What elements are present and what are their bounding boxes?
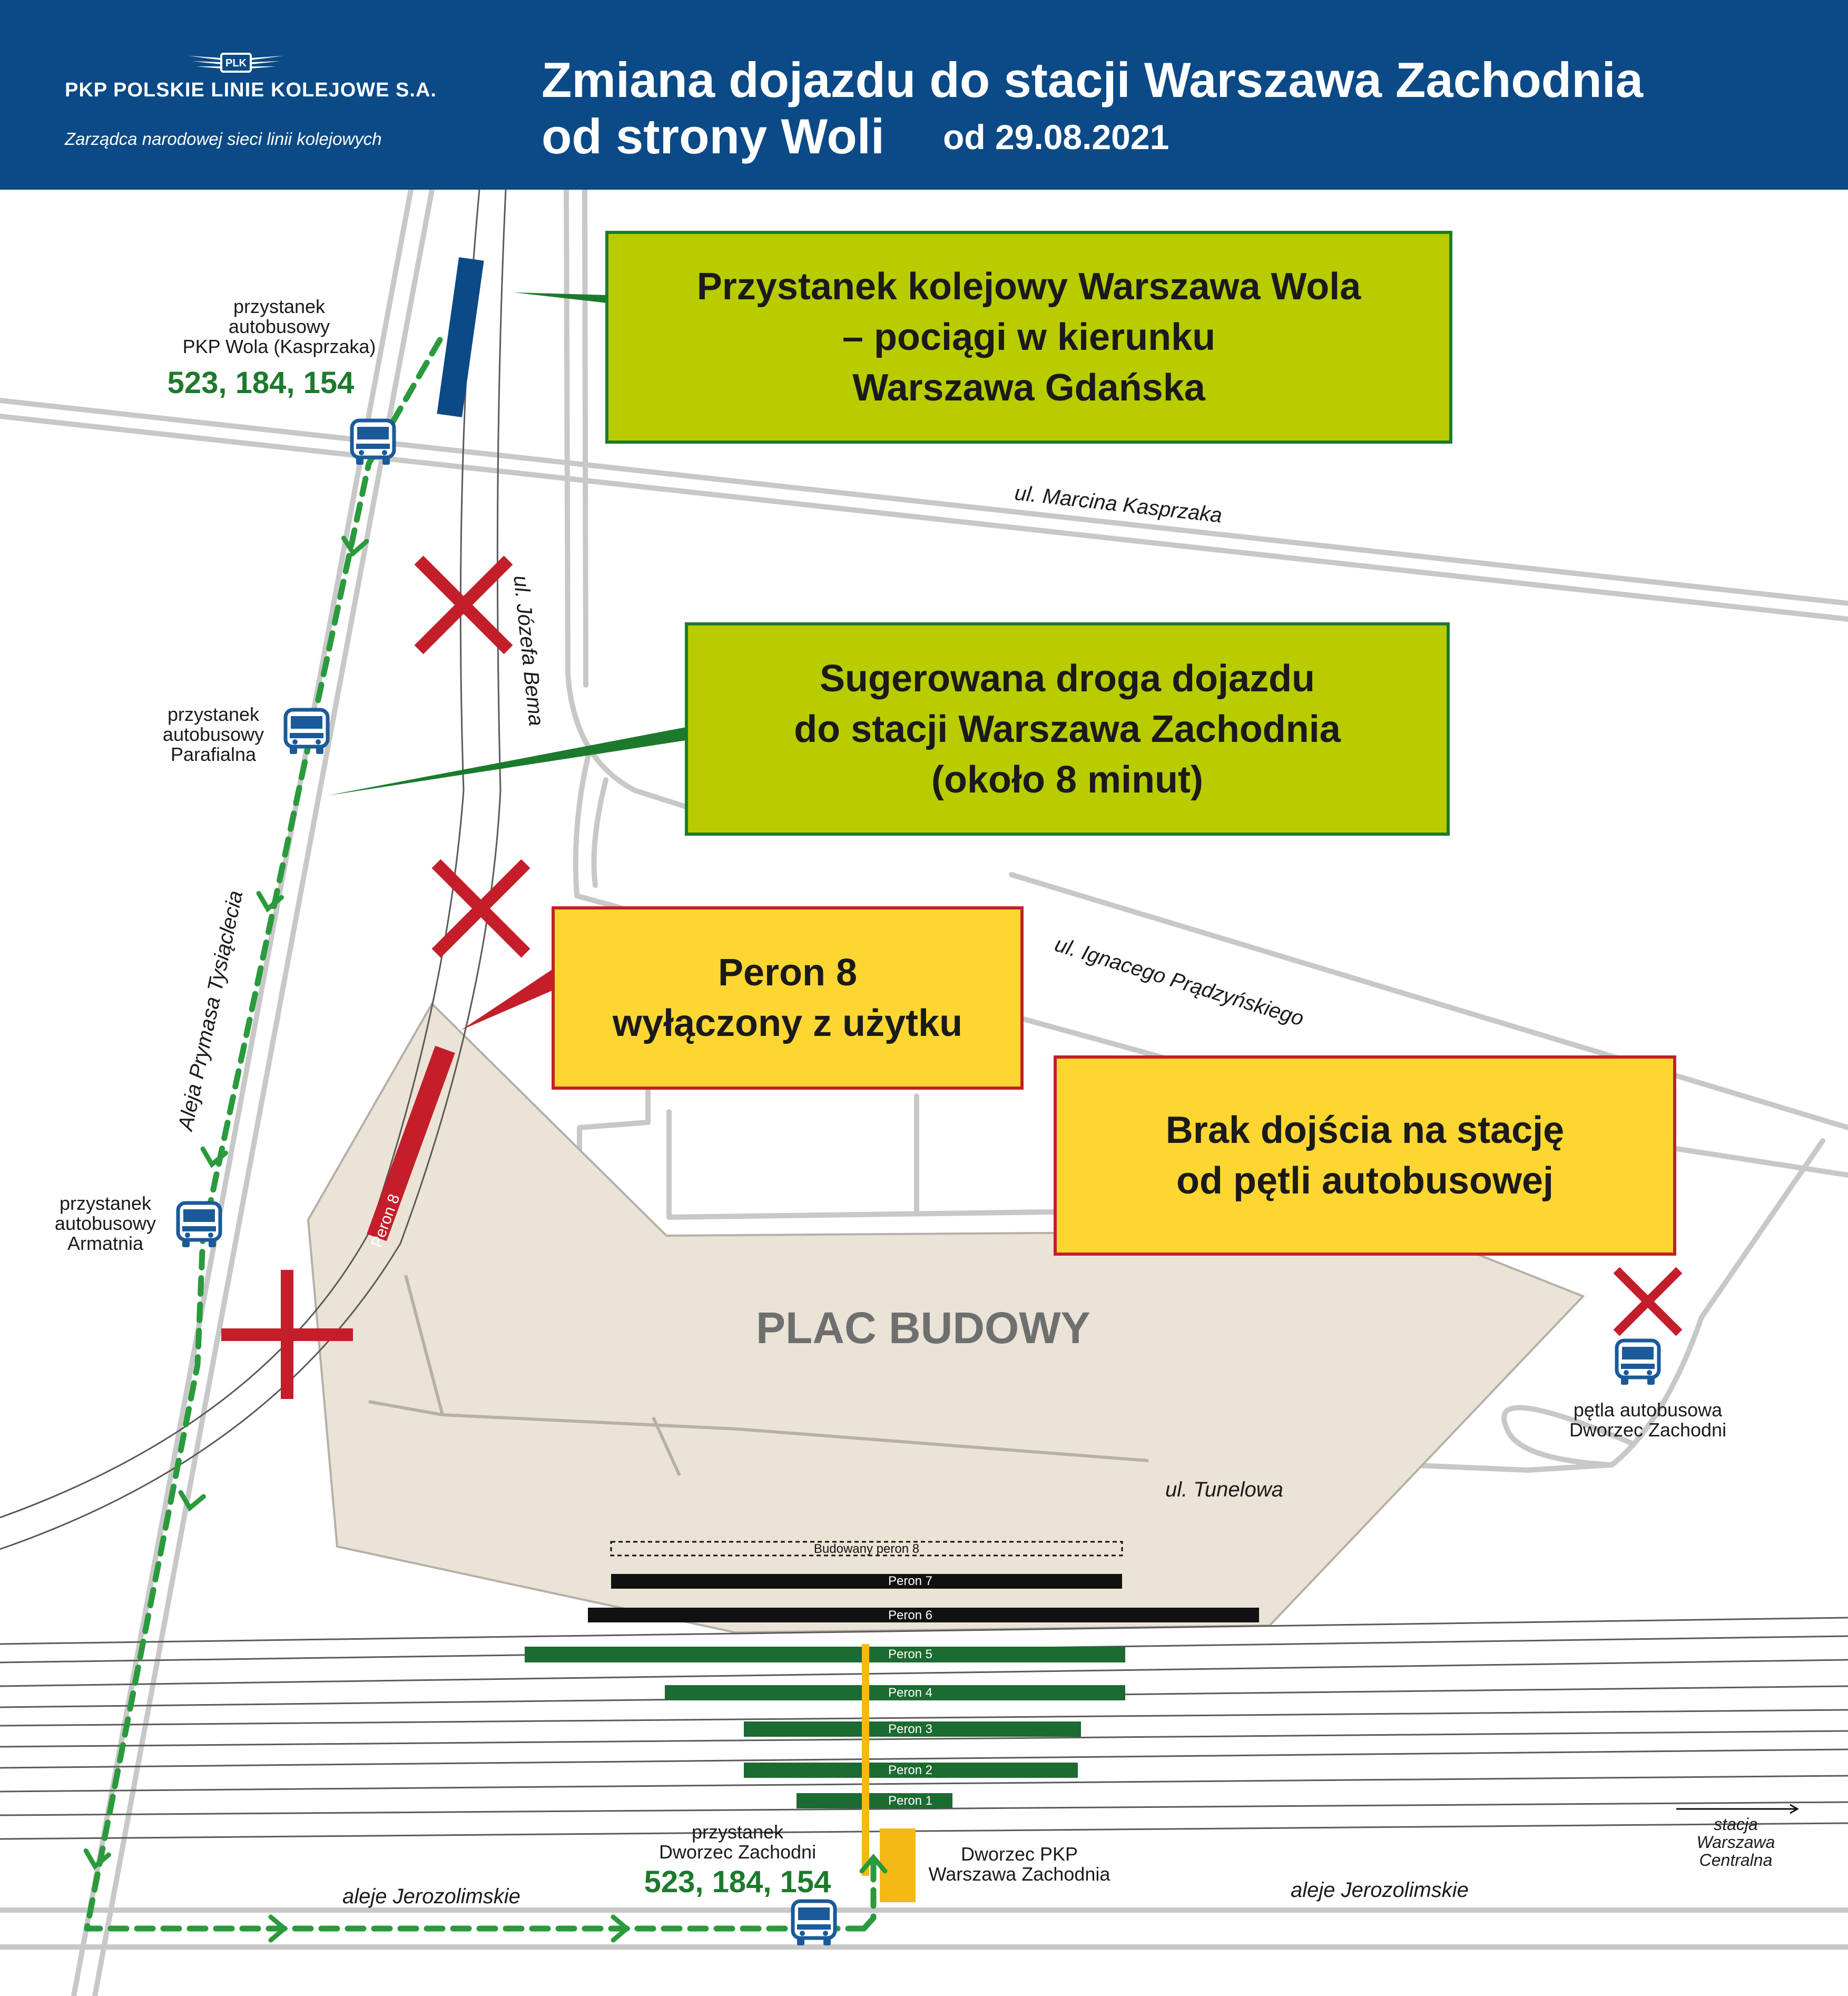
blocked-cross-icon — [221, 1270, 353, 1399]
street-tunelowa: ul. Tunelowa — [1165, 1478, 1283, 1501]
page-title-line2: od strony Woli — [542, 109, 885, 164]
callout-line: – pociągi w kierunku — [842, 316, 1216, 358]
stop-label-parafialna: przystanek autobusowy Parafialna — [162, 703, 264, 765]
street-jerozolimskie-west: aleje Jerozolimskie — [342, 1885, 520, 1908]
page-title: Zmiana dojazdu do stacji Warszawa Zachod… — [542, 52, 1644, 107]
station-building-label: Dworzec PKP Warszawa Zachodnia — [928, 1843, 1110, 1885]
closed-x-icon — [1617, 1270, 1679, 1333]
central-station-label: stacja Warszawa Centralna — [1696, 1815, 1775, 1870]
platform-label: Peron 7 — [888, 1574, 933, 1588]
bus-icon — [286, 710, 328, 754]
platform-label: Budowany peron 8 — [813, 1542, 920, 1556]
callout-line: wyłączony z użytku — [612, 1002, 963, 1044]
bus-icon — [352, 420, 394, 465]
platform-label: Peron 6 — [888, 1608, 933, 1622]
callout-line: Peron 8 — [717, 952, 858, 994]
callout-warszawa-wola: Przystanek kolejowy Warszawa Wola – poci… — [605, 231, 1452, 444]
callout-line: (około 8 minut) — [931, 758, 1203, 801]
stop-label-armatnia: przystanek autobusowy Armatnia — [54, 1192, 156, 1254]
bus-icon — [793, 1901, 835, 1945]
platforms — [525, 1541, 1259, 1808]
wola-box-pointer — [514, 292, 607, 303]
company-tagline: Zarządca narodowej sieci linii kolejowyc… — [65, 129, 382, 149]
construction-site — [307, 1002, 1585, 1634]
peron8-closed — [367, 1045, 455, 1241]
street-jerozolimskie-east: aleje Jerozolimskie — [1291, 1878, 1469, 1902]
callout-line: od pętli autobusowej — [1176, 1160, 1554, 1202]
station-building — [880, 1828, 916, 1902]
callout-line: Warszawa Gdańska — [852, 367, 1205, 409]
bus-icon — [178, 1203, 220, 1247]
construction-site-label: PLAC BUDOWY — [756, 1303, 1090, 1353]
closed-x-icon — [419, 560, 508, 650]
company-name: PKP POLSKIE LINIE KOLEJOWE S.A. — [65, 79, 437, 101]
platform-label: Peron 2 — [888, 1763, 933, 1777]
station-access — [862, 1644, 869, 1876]
platform-label: Peron 1 — [888, 1794, 933, 1808]
callout-suggested-route: Sugerowana droga dojazdu do stacji Warsz… — [685, 622, 1450, 836]
callout-line: Przystanek kolejowy Warszawa Wola — [696, 266, 1361, 308]
callout-peron8-closed: Peron 8 wyłączony z użytku — [552, 906, 1024, 1090]
callout-no-access: Brak dojścia na stację od pętli autobuso… — [1054, 1055, 1676, 1256]
header-bar — [0, 0, 1848, 190]
site-paths — [368, 1275, 1149, 1476]
plk-logo-text: PLK — [225, 57, 247, 69]
bus-lines-wola: 523, 184, 154 — [167, 366, 355, 400]
wola-platform — [437, 257, 484, 417]
stop-label-dworzec: przystanek Dworzec Zachodni — [658, 1821, 817, 1863]
callout-line: do stacji Warszawa Zachodnia — [794, 708, 1341, 750]
platform-label: Peron 3 — [888, 1722, 933, 1736]
platform-label: Peron 5 — [888, 1647, 933, 1661]
peron8-box-pointer — [461, 970, 552, 1030]
effective-date: od 29.08.2021 — [943, 118, 1169, 156]
plk-logo: PLK — [189, 53, 283, 73]
callout-line: Sugerowana droga dojazdu — [819, 657, 1315, 700]
route-box-pointer — [327, 727, 686, 796]
stop-label-wola: przystanek autobusowy PKP Wola (Kasprzak… — [182, 296, 376, 357]
callout-line: Brak dojścia na stację — [1165, 1109, 1565, 1151]
bus-icon — [1617, 1341, 1659, 1385]
bus-lines-dworzec: 523, 184, 154 — [644, 1865, 831, 1899]
platform-label: Peron 4 — [888, 1686, 933, 1700]
stop-label-loop: pętla autobusowa Dworzec Zachodni — [1569, 1399, 1727, 1441]
